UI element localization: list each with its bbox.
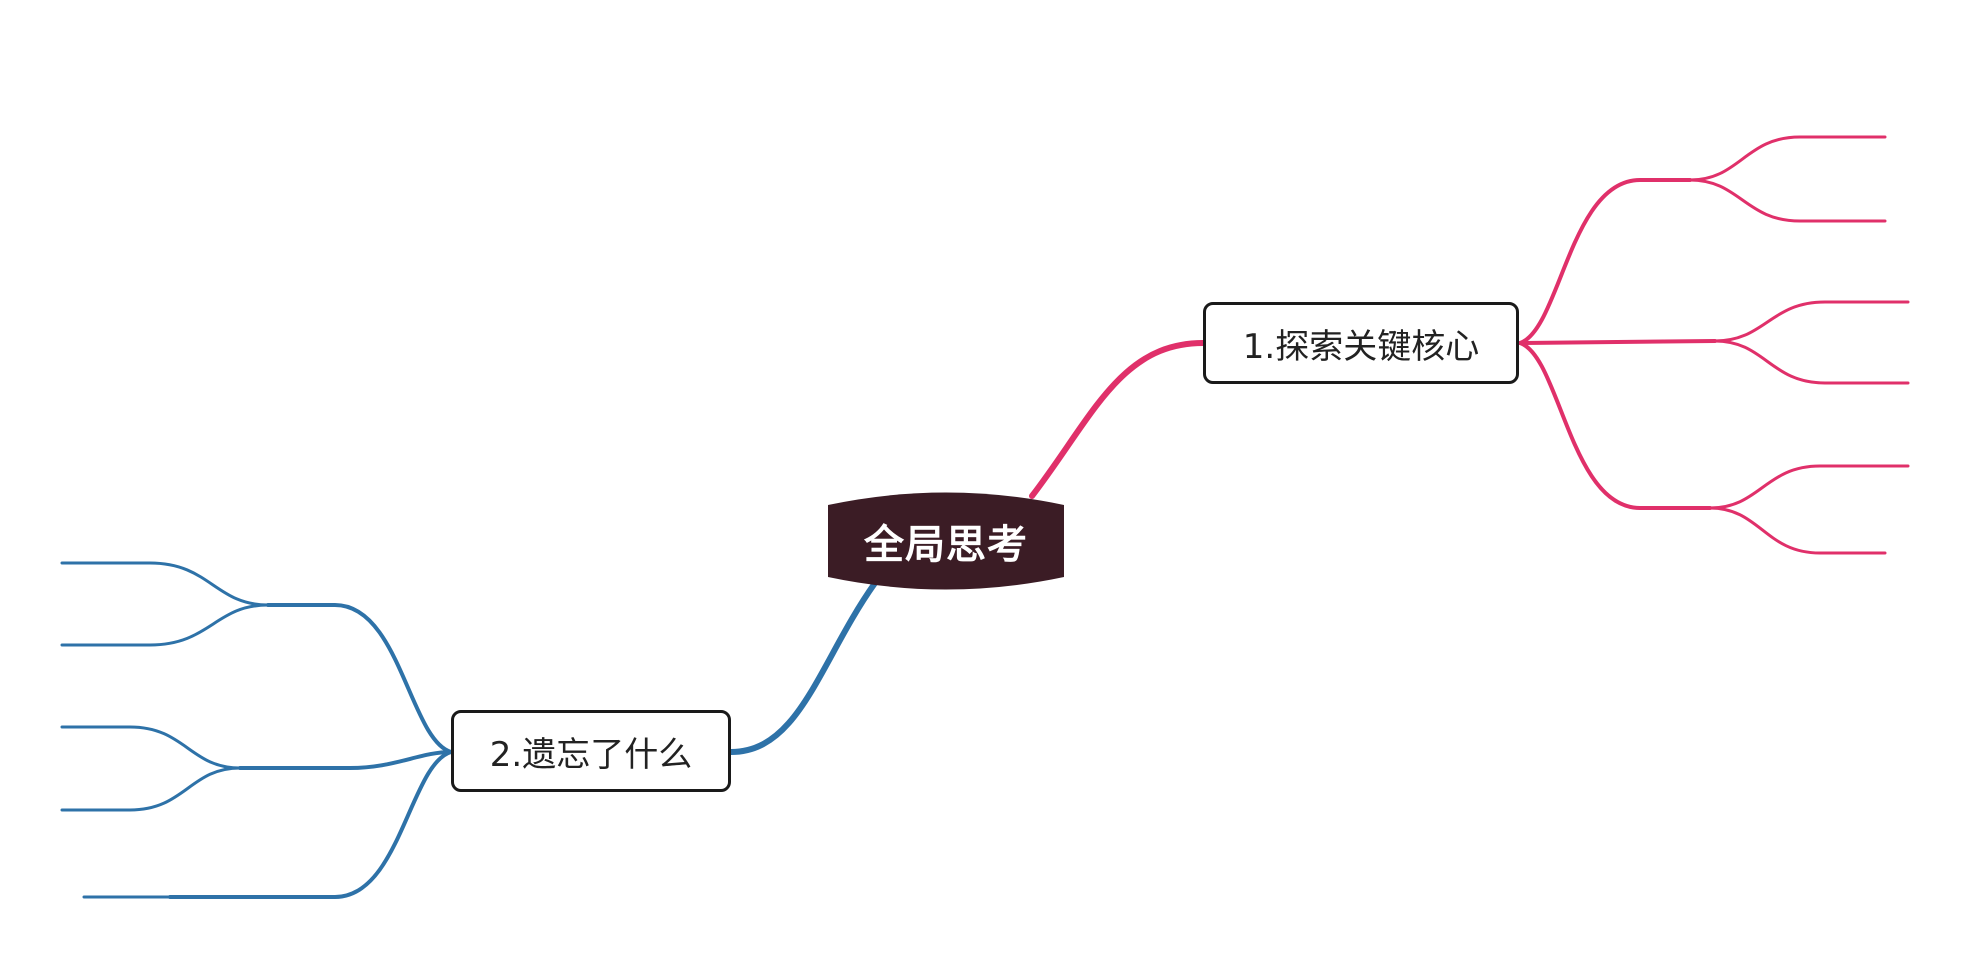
connector-explore-core-leaf-3a bbox=[1708, 464, 1910, 510]
connector-forgotten-sub-1 bbox=[266, 603, 453, 754]
connector-explore-core-leaf-3b bbox=[1708, 506, 1887, 555]
connector-explore-core-sub-1 bbox=[1518, 178, 1692, 345]
connector-forgotten-leaf-2a bbox=[60, 725, 242, 770]
connector-explore-core-leaf-2a bbox=[1713, 300, 1910, 343]
connector-layer bbox=[60, 135, 1910, 899]
root-node-shape[interactable] bbox=[828, 492, 1064, 590]
connector-explore-core-sub-3 bbox=[1518, 341, 1712, 510]
connector-forgotten-leaf-1a bbox=[60, 561, 270, 607]
connector-root-to-explore-core bbox=[1029, 340, 1206, 499]
connector-forgotten-leaf-2b bbox=[60, 766, 242, 812]
connector-forgotten-leaf-1b bbox=[60, 603, 270, 647]
connector-explore-core-sub-2 bbox=[1518, 339, 1717, 345]
connector-forgotten-sub-2 bbox=[238, 750, 453, 770]
root-node-label[interactable]: 全局思考 bbox=[864, 522, 1028, 568]
branch-node-explore-core[interactable]: 1.探索关键核心 bbox=[1203, 302, 1519, 384]
connector-explore-core-leaf-1a bbox=[1688, 135, 1887, 182]
connector-explore-core-leaf-1b bbox=[1688, 178, 1887, 223]
branch-node-forgotten[interactable]: 2.遗忘了什么 bbox=[451, 710, 731, 792]
connector-root-to-forgotten bbox=[728, 580, 878, 755]
connector-forgotten-sub-3 bbox=[168, 750, 453, 899]
connector-explore-core-leaf-2b bbox=[1713, 339, 1910, 385]
